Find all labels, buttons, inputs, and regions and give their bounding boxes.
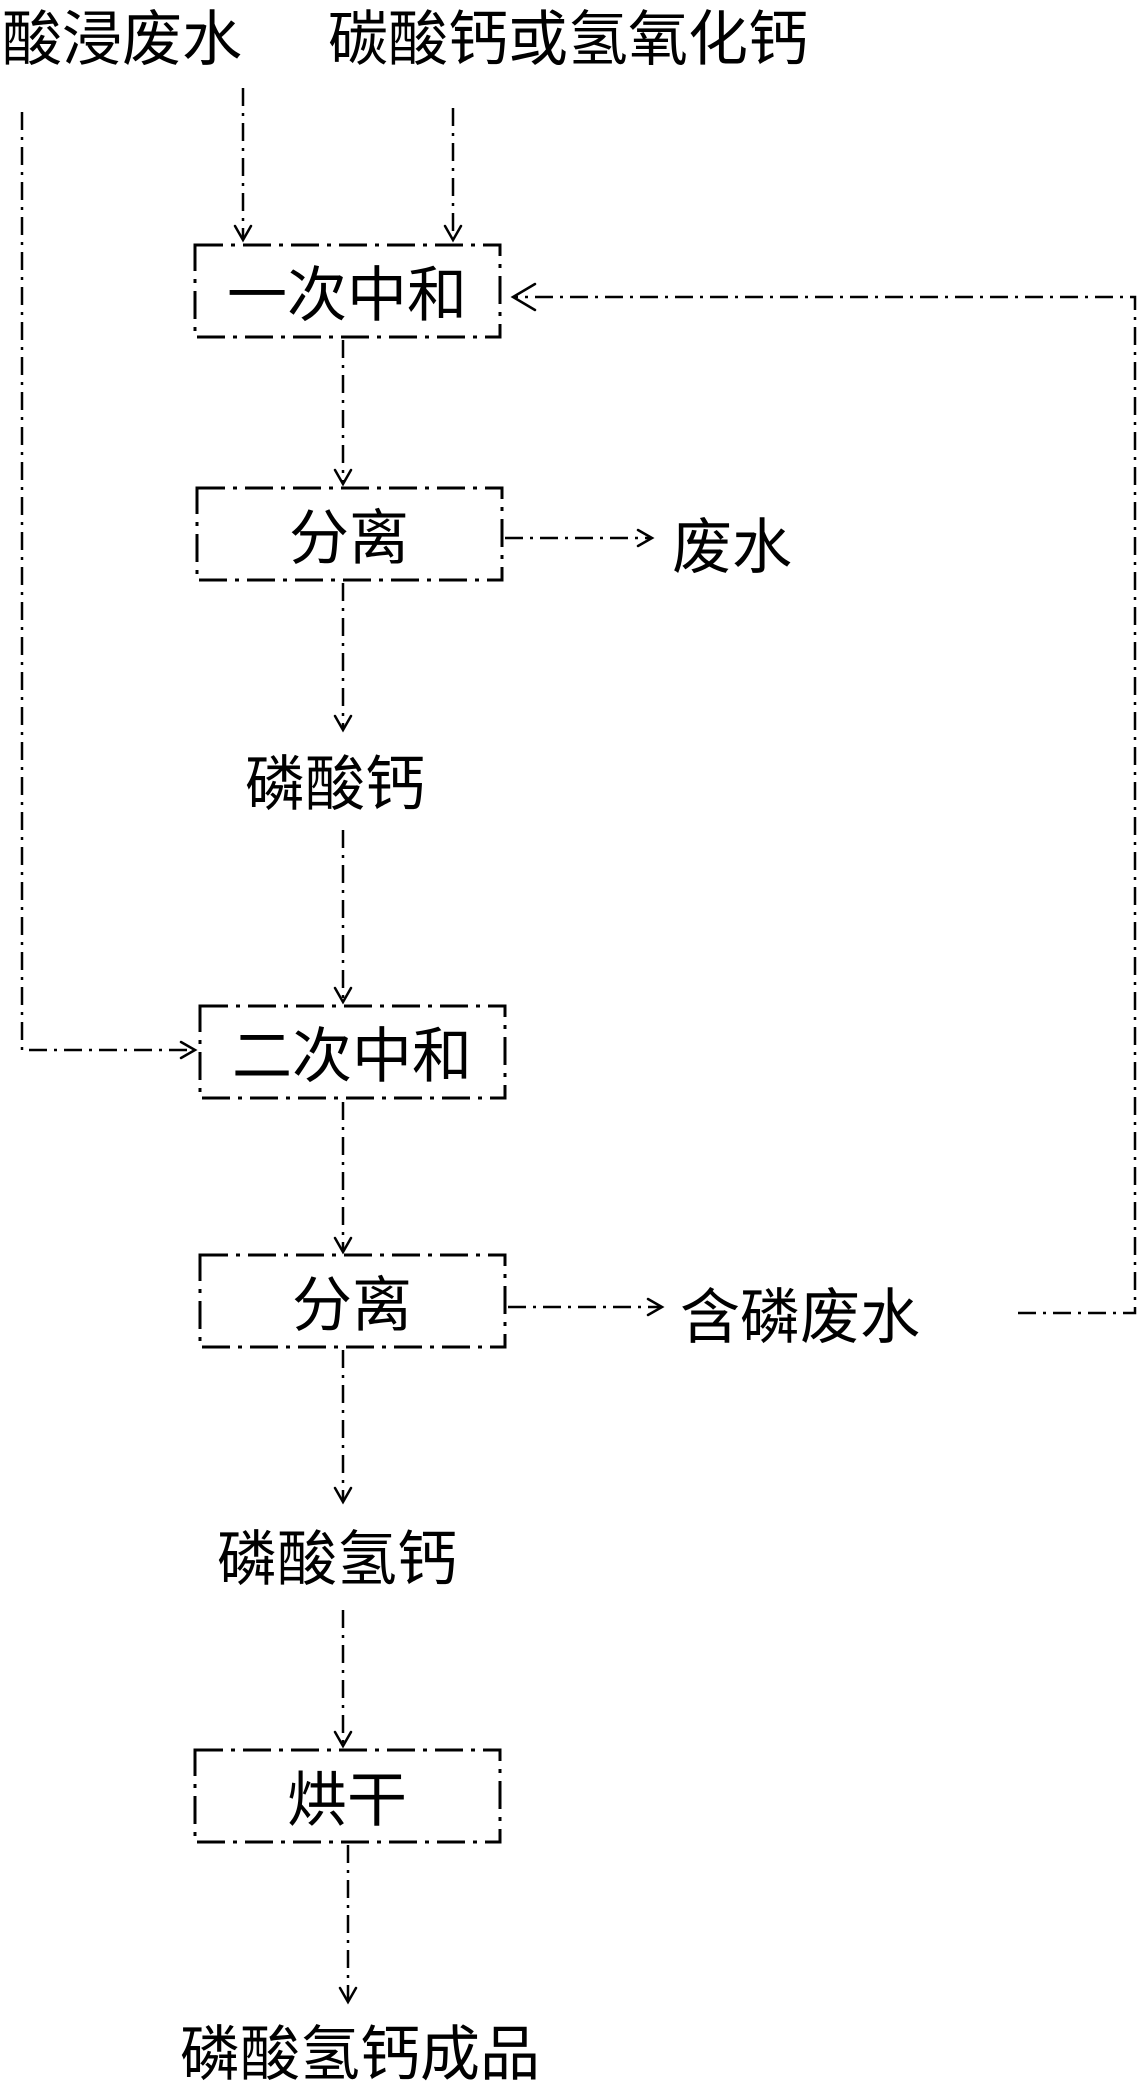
arrow-head-icon (443, 224, 463, 243)
calcium-phosphate-label: 磷酸钙 (245, 750, 425, 820)
wastewater-label: 废水 (672, 513, 792, 583)
input-calcium-reagent: 碳酸钙或氢氧化钙 (328, 5, 808, 75)
arrow-head-icon (636, 528, 655, 548)
first-separation-box (195, 486, 504, 582)
arrow-head-icon (333, 1236, 353, 1255)
flow-phosphorus-wastewater-recycle (515, 295, 1137, 1315)
arrow-head-icon (333, 714, 353, 733)
second-separation-label: 分离 (292, 1271, 412, 1341)
first-neutralization-label: 一次中和 (227, 261, 467, 331)
drying-label: 烘干 (287, 1766, 407, 1836)
flow-acid-bypass-to-second-neutralization (20, 112, 193, 1052)
first-neutralization-box (193, 243, 502, 339)
arrow-head-icon (510, 282, 537, 312)
arrow-head-icon (233, 224, 253, 243)
arrow-head-icon (646, 1297, 665, 1317)
drying-box (193, 1748, 502, 1844)
first-separation-label: 分离 (289, 504, 409, 574)
input-acid-wastewater: 酸浸废水 (2, 5, 242, 75)
arrow-head-icon (333, 986, 353, 1005)
arrow-head-icon (179, 1040, 198, 1060)
final-product-label: 磷酸氢钙成品 (180, 2020, 540, 2085)
second-neutralization-label: 二次中和 (232, 1022, 472, 1092)
phosphorus-wastewater-label: 含磷废水 (680, 1283, 920, 1353)
arrow-head-icon (333, 1730, 353, 1749)
second-neutralization-box (198, 1004, 507, 1100)
arrow-head-icon (338, 1986, 358, 2005)
calcium-hydrogen-phosphate-label: 磷酸氢钙 (217, 1525, 457, 1595)
arrow-head-icon (333, 1486, 353, 1505)
second-separation-box (198, 1253, 507, 1349)
arrow-head-icon (333, 468, 353, 487)
